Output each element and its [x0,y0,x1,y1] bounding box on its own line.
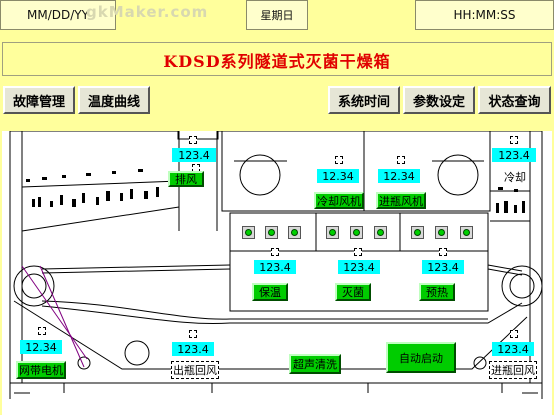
sterilize-zone-temp-value: 123.4 [338,260,380,274]
inlet-return-value: 123.4 [492,342,534,356]
exhaust-fan-button[interactable]: 排风 [168,171,204,187]
sterilize-zone-button[interactable]: 灭菌 [335,283,371,301]
fault-management-button[interactable]: 故障管理 [3,86,75,114]
inlet-fan-value: 12.34 [378,169,420,183]
time-display: HH:MM:SS [415,0,554,30]
exhaust-sensor [189,136,197,144]
hold-zone-button[interactable]: 保温 [252,283,288,301]
status-lamp [374,226,387,239]
cooling-label: 冷却 [504,169,526,185]
title-band [2,42,552,76]
cooling-fan-sensor [335,156,343,164]
status-lamp [460,226,473,239]
zone-sensor [439,248,447,256]
status-lamp [326,226,339,239]
cooling-sensor [510,136,518,144]
outlet-return-label: 出瓶回风 [171,361,219,379]
cooling-fan-button[interactable]: 冷却风机 [314,192,364,209]
exhaust-temp-value: 123.4 [172,148,216,162]
inlet-fan-sensor [397,156,405,164]
weekday-display: 星期日 [246,0,308,30]
status-lamp [435,226,448,239]
preheat-zone-temp-value: 123.4 [422,260,464,274]
tunnel-schematic [9,131,543,399]
ultrasonic-clean-button[interactable]: 超声清洗 [289,354,341,374]
inlet-return-label: 进瓶回风 [489,361,537,379]
status-lamp [242,226,255,239]
outlet-return-value: 123.4 [172,342,214,356]
belt-motor-sensor [38,327,46,335]
zone-sensor [354,248,362,256]
date-display: MM/DD/YY [0,0,116,30]
parameter-settings-button[interactable]: 参数设定 [403,86,475,114]
belt-motor-value: 12.34 [20,340,62,354]
status-lamp [288,226,301,239]
status-query-button[interactable]: 状态查询 [478,86,551,114]
cooling-fan-value: 12.34 [317,169,359,183]
temperature-curve-button[interactable]: 温度曲线 [78,86,150,114]
inlet-return-sensor [510,330,518,338]
status-lamp [411,226,424,239]
watermark: gkMaker.com [86,3,209,21]
belt-motor-button[interactable]: 网带电机 [16,361,66,379]
page-title: KDSD系列隧道式灭菌干燥箱 [163,52,391,71]
inlet-fan-button[interactable]: 进瓶风机 [376,192,426,209]
status-lamp [350,226,363,239]
preheat-zone-button[interactable]: 预热 [419,283,455,301]
machine-diagram: 123.4 排风 12.34 冷却风机 12.34 进瓶风机 123.4 冷却 … [2,131,552,415]
auto-start-button[interactable]: 自动启动 [386,342,456,373]
hold-zone-temp-value: 123.4 [254,260,296,274]
system-time-button[interactable]: 系统时间 [328,86,400,114]
status-lamp [265,226,278,239]
cooling-temp-value: 123.4 [492,148,536,162]
outlet-return-sensor [189,330,197,338]
zone-sensor [271,248,279,256]
